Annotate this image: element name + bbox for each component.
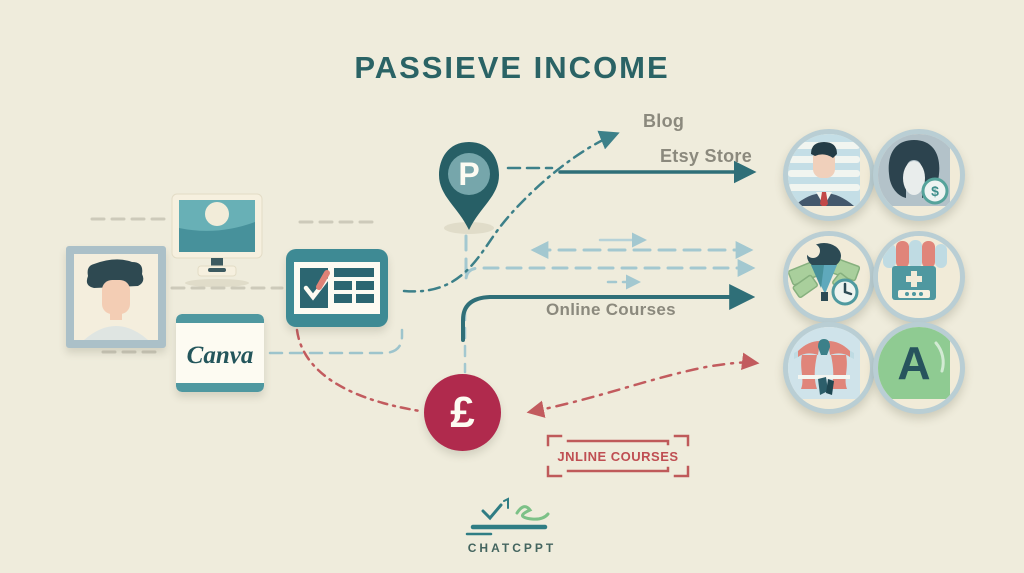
connector-canva-to-checklist — [268, 328, 404, 355]
label-etsy-store: Etsy Store — [660, 146, 753, 166]
courses-callout-box: JNLINE COURSES — [546, 432, 690, 480]
person-portrait-icon — [84, 259, 148, 340]
canva-card-bottom-edge — [176, 383, 264, 392]
businessman-avatar-icon — [783, 129, 875, 221]
storefront-icon — [873, 231, 965, 323]
pound-symbol: £ — [450, 387, 475, 437]
label-blog: Blog — [643, 111, 685, 131]
connector-pin-to-right-dashed — [464, 234, 756, 281]
page-title: PASSIEVE INCOME — [354, 50, 670, 85]
pinterest-pin-icon: P — [432, 136, 506, 236]
footer-logo-drawing — [455, 497, 570, 541]
connector-checklist-to-pound — [295, 328, 422, 413]
marketplace-letter: A — [897, 337, 930, 389]
arrow-online-courses — [461, 284, 756, 342]
bracket-frame — [546, 434, 690, 478]
market-stall-icon — [783, 322, 875, 414]
footer-logo-text: CHATCPPT — [467, 541, 557, 555]
canva-card: Canva — [176, 314, 264, 392]
label-online-courses: Online Courses — [546, 300, 676, 319]
decorative-gray-dashes — [90, 217, 378, 354]
portrait-photo-icon — [66, 246, 166, 348]
money-badge-symbol: $ — [931, 183, 939, 199]
connector-pound-to-stall — [526, 352, 760, 418]
monitor-icon — [170, 192, 264, 280]
amazon-letter-icon: A — [873, 322, 965, 414]
money-funnel-icon — [783, 231, 875, 323]
connector-checklist-to-blog — [402, 130, 620, 293]
checklist-card-icon — [286, 249, 388, 327]
woman-avatar-icon: $ — [873, 129, 965, 221]
pound-currency-icon: £ — [424, 374, 501, 451]
canva-logo: Canva — [186, 342, 254, 369]
courses-box-label: JNLINE COURSES — [557, 449, 679, 464]
pin-letter: P — [458, 156, 479, 192]
canva-card-top-edge — [176, 314, 264, 323]
